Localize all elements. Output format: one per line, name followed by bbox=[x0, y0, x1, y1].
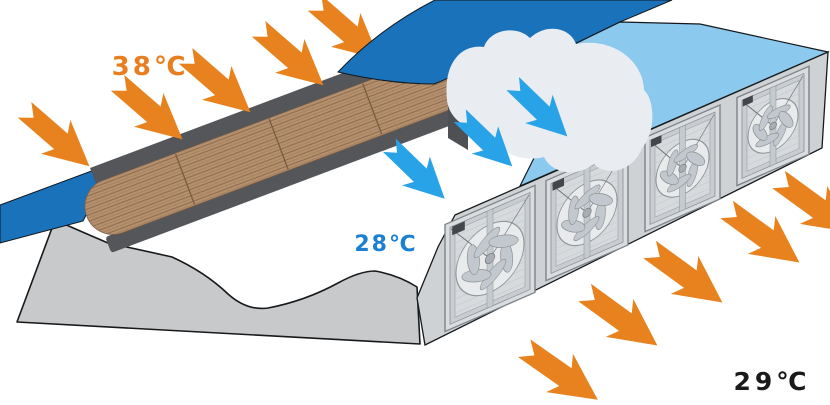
exhaust-fans bbox=[444, 65, 810, 333]
cool-air-arrow bbox=[453, 109, 513, 167]
exhaust-fan bbox=[644, 103, 721, 233]
hot-inlet-arrow bbox=[17, 102, 90, 167]
fan-blade bbox=[488, 234, 519, 248]
fan-blade bbox=[686, 151, 706, 166]
inside-temp-label: 28℃ bbox=[354, 232, 417, 257]
hot-inlet-arrow bbox=[110, 75, 183, 140]
outside-temp-label: 38℃ bbox=[112, 52, 189, 82]
fan-motor bbox=[552, 177, 565, 191]
hot-outlet-arrow bbox=[578, 283, 658, 346]
cool-air-arrow bbox=[506, 77, 568, 137]
hot-outlet-arrow bbox=[517, 339, 598, 400]
exhaust-fan bbox=[736, 65, 810, 187]
hot-inlet-arrow bbox=[178, 48, 251, 113]
hot-outlet-arrow bbox=[643, 240, 723, 303]
fan-blade bbox=[778, 110, 794, 128]
fan-wall-group bbox=[416, 50, 829, 346]
fan-motor bbox=[742, 95, 753, 107]
outlet-temp-label: 29℃ bbox=[733, 367, 810, 396]
fan-hub bbox=[678, 163, 687, 173]
hot-outlet-arrow bbox=[720, 200, 800, 263]
cool-air-arrows bbox=[382, 77, 568, 199]
fan-hub bbox=[769, 121, 777, 131]
pad-section-seams bbox=[174, 83, 383, 205]
fan-motor bbox=[651, 135, 662, 148]
cool-air-arrow bbox=[382, 138, 445, 199]
fan-motor bbox=[452, 221, 465, 236]
hot-inlet-arrow bbox=[251, 21, 324, 86]
pad-bottom-rail bbox=[106, 103, 468, 253]
cooling-pad bbox=[84, 51, 465, 235]
exhaust-fan bbox=[545, 143, 629, 282]
exhaust-fan bbox=[444, 184, 536, 333]
hot-inlet-arrow bbox=[307, 0, 380, 60]
roof-eave-overhang bbox=[0, 162, 115, 244]
fan-hub bbox=[484, 252, 496, 265]
hot-outlet-arrow bbox=[772, 170, 830, 233]
fan-hub bbox=[582, 207, 592, 218]
hot-air-inlet-arrows bbox=[17, 0, 380, 167]
fan-blade bbox=[588, 192, 613, 206]
hot-air-outlet-arrows bbox=[517, 170, 830, 400]
